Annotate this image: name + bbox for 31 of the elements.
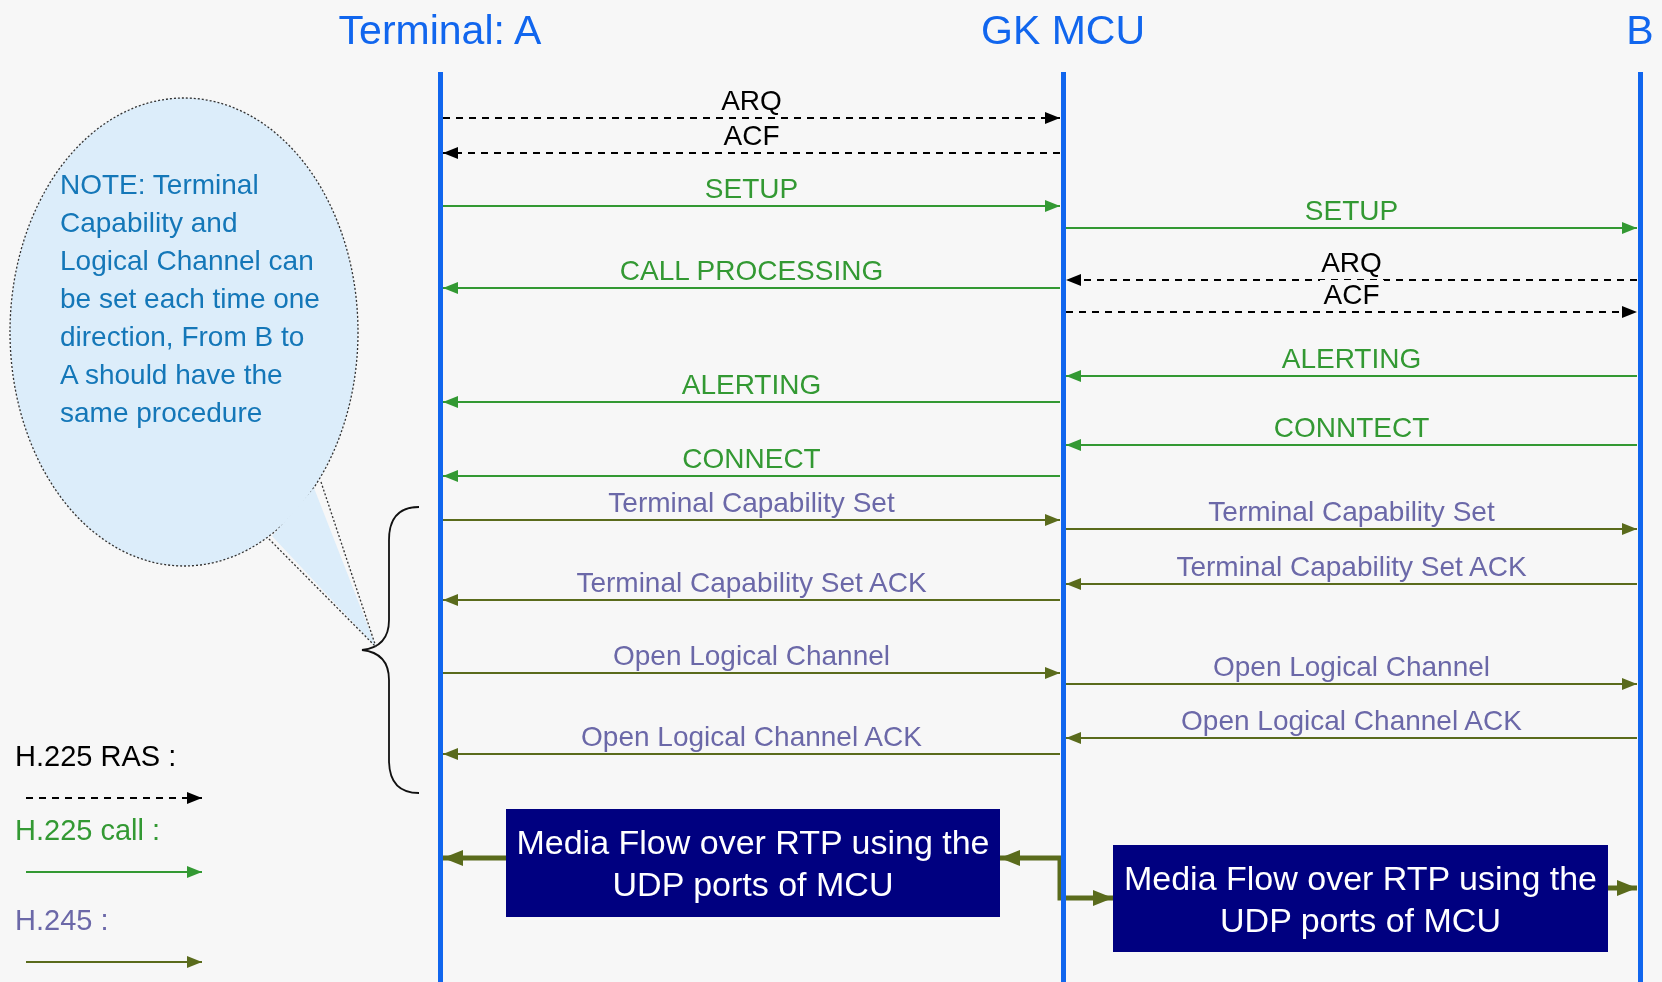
lifeline-title: Terminal: A [337,6,543,54]
message-arrow [1065,274,1638,286]
message-arrow [1065,732,1638,744]
message-arrow [442,748,1061,760]
note-text: NOTE: Terminal Capability and Logical Channel can be set each time one direction, From B to A should have the same procedure [60,168,321,430]
message-arrow [1065,523,1638,535]
legend-label: H.225 RAS : [15,740,177,772]
message-arrow [1065,222,1638,234]
message-arrow [1000,850,1113,906]
media-flow-box: Media Flow over RTP using the UDP ports of MCU [1113,845,1608,952]
message-arrow [442,470,1061,482]
message-arrow [442,667,1061,679]
message-arrow [442,112,1061,124]
message-arrow [1065,370,1638,382]
message-arrow [1065,678,1638,690]
message-arrow [442,514,1061,526]
legend-label: H.245 : [15,904,109,936]
message-arrow [442,147,1061,159]
legend-label: H.225 call : [15,814,161,846]
message-arrow [1608,880,1637,896]
media-flow-box: Media Flow over RTP using the UDP ports of MCU [506,809,1000,917]
message-arrow [442,594,1061,606]
message-arrow [442,282,1061,294]
message-arrow [1065,578,1638,590]
lifeline-title: B [1625,6,1655,54]
message-arrow [1065,306,1638,318]
message-arrow [442,396,1061,408]
message-arrow [1065,439,1638,451]
message-arrow [443,850,506,866]
lifeline-title: GK MCU [980,6,1146,54]
message-arrow [442,200,1061,212]
